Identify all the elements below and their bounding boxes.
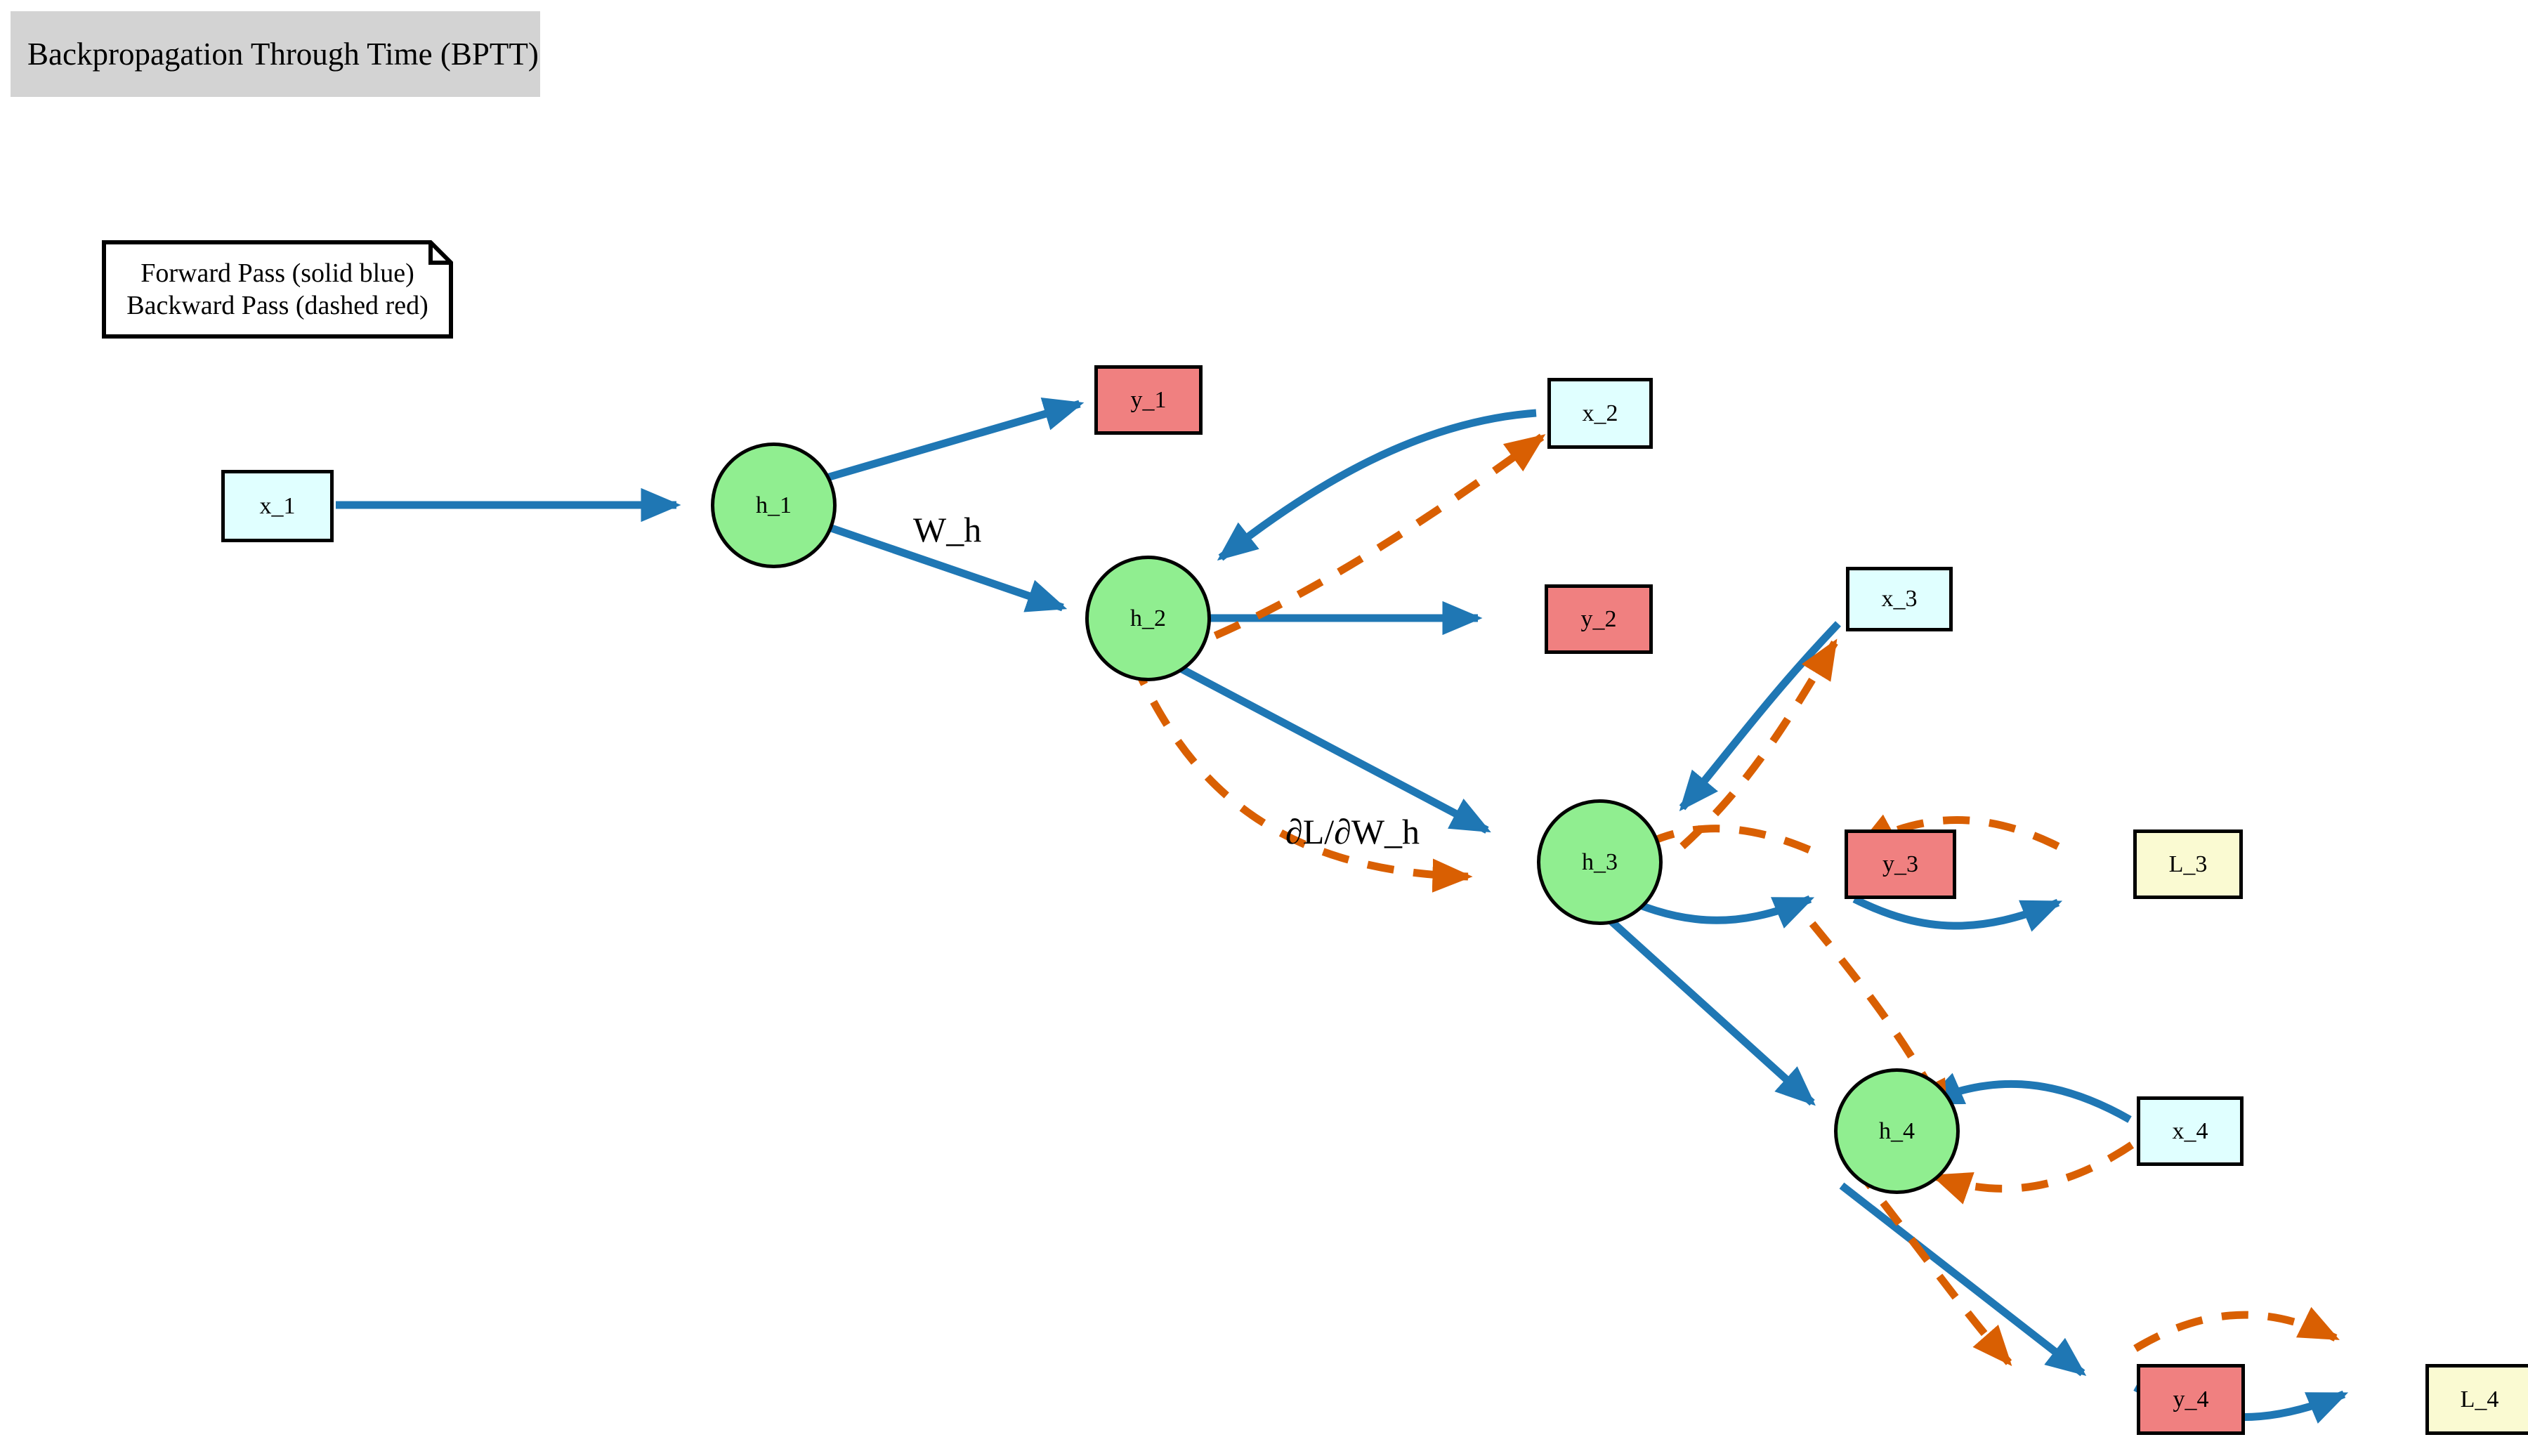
edge-h3-x3-back [1679,638,1838,850]
edge-h1-y1 [818,397,1085,484]
node-x-1[interactable]: x_1 [221,470,334,542]
node-label: x_3 [1881,586,1918,612]
legend-note: Forward Pass (solid blue) Backward Pass … [102,240,453,339]
node-label: x_4 [2172,1117,2208,1144]
node-x-3[interactable]: x_3 [1846,567,1953,631]
edge-label-dl-dw-h: ∂L/∂W_h [1285,812,1420,851]
edge-x2-h2 [1217,409,1537,561]
edge-h4-x4-back [1930,1141,2135,1205]
node-label: L_4 [2460,1386,2499,1412]
node-label: h_4 [1879,1117,1915,1144]
legend-forward-text: Forward Pass (solid blue) [140,258,414,288]
forward-edge-group [336,397,2349,1424]
edge-h2-x2-back [1213,433,1546,640]
node-label: y_4 [2173,1386,2209,1412]
edge-h3-h4 [1592,903,1816,1106]
edge-L4-y4-back [2133,1306,2340,1352]
node-h-1[interactable]: h_1 [711,442,837,568]
edge-x3-h3 [1679,621,1841,812]
node-y-1[interactable]: y_1 [1094,365,1203,435]
legend-backward-text: Backward Pass (dashed red) [126,291,428,320]
node-y-2[interactable]: y_2 [1545,584,1653,654]
node-h-2[interactable]: h_2 [1085,556,1211,681]
edge-y3-L3 [1852,896,2063,932]
node-h-3[interactable]: h_3 [1537,799,1663,925]
note-shape-icon [102,240,453,339]
backward-edge-group [1129,433,2340,1366]
node-label: y_3 [1882,851,1918,877]
edge-y4-h4-back [1851,1163,2012,1366]
node-label: y_2 [1580,605,1617,632]
node-label: L_3 [2168,851,2208,877]
node-label: x_1 [259,492,296,519]
node-L-3[interactable]: L_3 [2133,829,2243,899]
node-h-4[interactable]: h_4 [1834,1068,1960,1194]
node-x-2[interactable]: x_2 [1547,378,1653,449]
node-label: x_2 [1582,400,1618,426]
node-label: y_1 [1130,386,1167,413]
node-L-4[interactable]: L_4 [2425,1364,2528,1435]
edge-label-w-h: W_h [913,510,982,549]
page-title: Backpropagation Through Time (BPTT) [27,37,539,72]
node-label: h_3 [1582,848,1618,875]
diagram-title-bar: Backpropagation Through Time (BPTT) [11,11,540,97]
node-label: h_1 [756,492,792,518]
edge-h4-y4 [1839,1182,2087,1377]
node-y-4[interactable]: y_4 [2137,1364,2245,1435]
node-y-3[interactable]: y_3 [1845,829,1956,899]
edge-h2-h3 [1134,641,1491,834]
node-x-4[interactable]: x_4 [2137,1096,2244,1166]
node-label: h_2 [1130,605,1166,631]
